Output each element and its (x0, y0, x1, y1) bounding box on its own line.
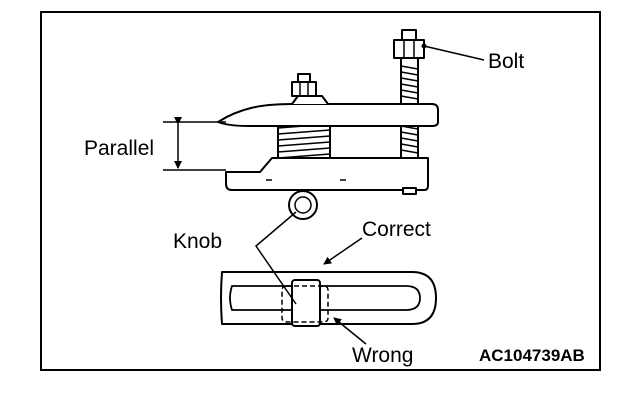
lower-arm (225, 157, 429, 191)
bolt-leader-line (423, 45, 485, 61)
upper-arm (217, 103, 439, 127)
center-nut (291, 73, 317, 97)
label-parallel: Parallel (84, 137, 154, 160)
parallel-dimension (163, 117, 226, 171)
label-bolt: Bolt (488, 50, 524, 73)
label-knob: Knob (173, 230, 222, 253)
wrong-leader-arrow (333, 317, 367, 345)
knob-leader (254, 211, 297, 305)
bolt-head (393, 29, 425, 59)
label-correct: Correct (362, 218, 431, 241)
figure-frame (40, 11, 601, 371)
spring (277, 121, 331, 161)
correct-leader-arrow (323, 237, 363, 265)
figure-code: AC104739AB (479, 346, 585, 365)
puller-tool (217, 29, 439, 220)
knob-wrong-position (281, 285, 329, 323)
fork-top-view (220, 271, 437, 327)
knob-correct-position (291, 279, 321, 327)
label-wrong: Wrong (352, 344, 413, 367)
